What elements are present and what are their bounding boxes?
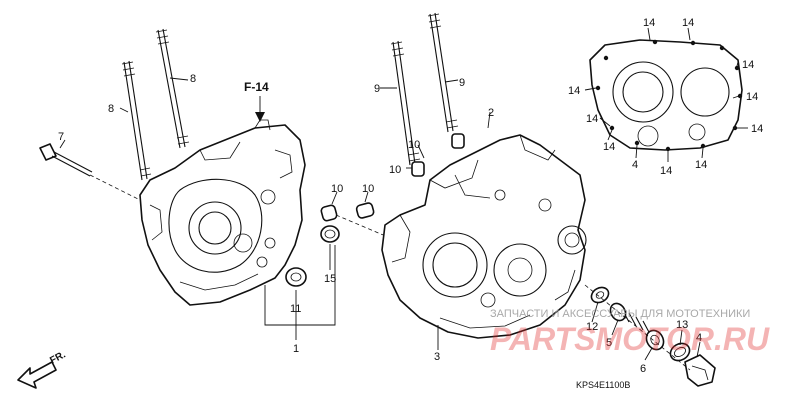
stud-bolt-9-right [427,12,459,133]
stud-bolt-8-left [121,60,152,181]
label-14-6: 14 [586,113,598,125]
label-3: 3 [434,351,440,363]
dowel-pin-10-d [451,133,465,149]
label-8-left: 8 [108,103,114,115]
label-10-a: 10 [331,183,343,195]
label-14-5: 14 [746,91,758,103]
label-10-c: 10 [408,139,420,151]
label-14-7: 14 [751,123,763,135]
front-direction-arrow: FR. [17,349,68,389]
oil-screen-6 [645,329,665,351]
left-crankcase [89,119,306,306]
drain-plug-4 [684,354,716,387]
label-10-d: 10 [389,164,401,176]
label-14-3: 14 [742,59,754,71]
label-4-lower: 4 [696,332,702,344]
label-f14: F-14 [244,80,269,94]
watermark-tagline: ЗАПЧАСТИ И АКСЕССУАРЫ ДЛЯ МОТОТЕХНИКИ [490,308,750,320]
reference-arrow [255,96,265,122]
right-crankcase [381,134,587,339]
label-10-b: 10 [362,183,374,195]
bolt-7 [39,143,93,177]
oil-seal-15 [320,225,340,243]
label-14-1: 14 [643,17,655,29]
label-15: 15 [324,273,336,285]
label-13: 13 [676,319,688,331]
label-11: 11 [290,303,301,315]
diagram-code: KPS4E1100B [576,380,630,390]
dowel-pin-10-c [411,161,425,177]
o-ring-13 [669,342,691,362]
label-14-10: 14 [695,159,707,171]
label-2: 2 [488,107,494,119]
direction-label: FR. [48,349,68,366]
label-12: 12 [586,321,598,333]
stud-bolt-9-left [390,40,421,166]
label-7: 7 [58,131,64,143]
crankcase-gasket [589,39,743,152]
part-labels: 7 8 8 F-14 9 9 2 10 10 10 10 15 11 1 3 1… [58,17,763,375]
oil-seal-11 [285,267,307,287]
label-8-right: 8 [190,73,196,85]
label-5: 5 [606,337,612,349]
label-9-right: 9 [459,77,465,89]
shaft-seal-12 [590,286,610,304]
leader-lines [59,27,748,361]
watermark-brand: PARTSMOTOR.RU [490,321,770,357]
label-9-left: 9 [374,83,380,95]
label-6: 6 [640,363,646,375]
watermark: ЗАПЧАСТИ И АКСЕССУАРЫ ДЛЯ МОТОТЕХНИКИ PA… [490,308,770,357]
dowel-pin-10-b [355,202,375,219]
stud-bolt-8-right [155,28,190,149]
label-14-9: 14 [660,165,672,177]
label-14-4: 14 [568,85,580,97]
label-1: 1 [293,343,299,355]
label-4-upper: 4 [632,159,638,171]
dowel-pin-10-a [320,204,338,222]
label-14-2: 14 [682,17,694,29]
label-14-8: 14 [603,141,615,153]
